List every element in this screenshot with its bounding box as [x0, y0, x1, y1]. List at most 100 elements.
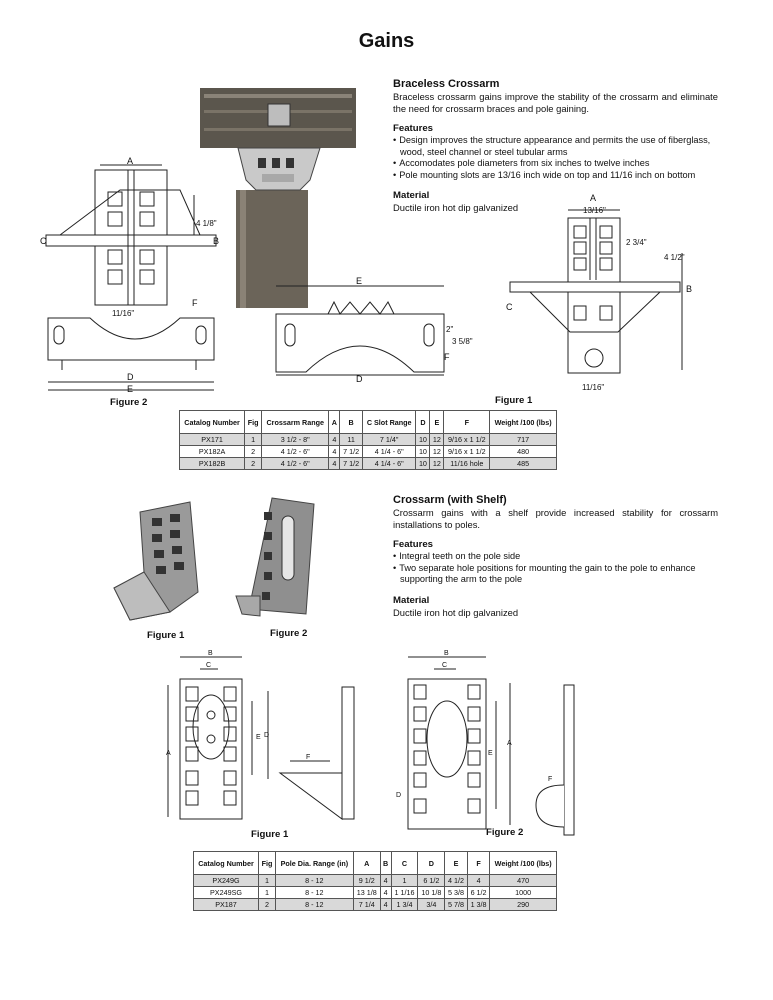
- shelf-features-heading: Features: [393, 539, 433, 550]
- figure1-side-drawing: A 13/16" 2 3/4" 4 1/2" C B 11/16": [506, 193, 692, 392]
- table-cell: PX182B: [178, 457, 246, 470]
- shelf-figure2-side: F: [535, 684, 575, 836]
- shelf-photo1-caption: Figure 1: [147, 630, 185, 641]
- table-cell: 4 1/4 - 6": [361, 457, 417, 470]
- dim-label: B: [208, 650, 213, 657]
- table-header-row: Catalog Number Fig Pole Dia. Range (in) …: [193, 851, 557, 875]
- table-cell: 1: [258, 874, 276, 887]
- table-cell: 4: [328, 445, 341, 458]
- dim-label: 2 3/4": [626, 238, 647, 247]
- table-cell: 290: [489, 898, 557, 911]
- braceless-section: Braceless Crossarm Braceless crossarm ga…: [393, 78, 718, 214]
- table-cell: 11/16 hole: [443, 457, 491, 470]
- table-cell: 4 1/2 - 6": [261, 457, 330, 470]
- table-cell: 4: [379, 874, 392, 887]
- table-cell: 3/4: [417, 898, 446, 911]
- table-cell: 12: [429, 457, 445, 470]
- table-cell: PX182A: [178, 445, 246, 458]
- shelf-photo-figure1: [113, 501, 199, 621]
- braceless-heading: Braceless Crossarm: [393, 78, 500, 90]
- table-cell: 7 1/2: [339, 445, 363, 458]
- column-header: B: [379, 851, 392, 875]
- table-cell: 10: [415, 445, 431, 458]
- column-header: A: [352, 851, 381, 875]
- braceless-features-heading: Features: [393, 123, 433, 134]
- table-cell: 10 1/8: [417, 886, 446, 899]
- table-cell: PX171: [178, 433, 246, 446]
- page-title: Gains: [358, 30, 415, 52]
- table-cell: 5 7/8: [444, 898, 468, 911]
- shelf-figure1-front: B C A E D: [166, 650, 269, 820]
- table-cell: 8 - 12: [274, 874, 354, 887]
- shelf-drawing1-caption: Figure 1: [251, 829, 289, 840]
- dim-label: D: [264, 732, 269, 739]
- shelf-features-list: Integral teeth on the pole side Two sepa…: [393, 551, 718, 586]
- column-header: F: [466, 851, 491, 875]
- table-cell: PX187: [193, 898, 259, 911]
- dim-label: C: [206, 662, 211, 669]
- crossarm-photo: [200, 88, 356, 308]
- braceless-description: Braceless crossarm gains improve the sta…: [393, 91, 718, 114]
- table-cell: 470: [489, 874, 557, 887]
- table-cell: 8 - 12: [274, 898, 354, 911]
- table-cell: 12: [429, 445, 445, 458]
- column-header: Weight /100 (lbs): [489, 410, 557, 434]
- dim-label: A: [127, 156, 133, 166]
- column-header: Pole Dia. Range (in): [274, 851, 354, 875]
- dim-label: C: [40, 236, 47, 246]
- table-row: PX182B 2 4 1/2 - 6" 4 7 1/2 4 1/4 - 6" 1…: [178, 457, 557, 470]
- table-cell: 2: [244, 445, 263, 458]
- column-header: D: [417, 851, 446, 875]
- dim-label: A: [590, 193, 596, 203]
- column-header: Fig: [258, 851, 276, 875]
- shelf-section: Crossarm (with Shelf) Crossarm gains wit…: [393, 494, 718, 618]
- table-cell: 11: [339, 433, 363, 446]
- table-cell: PX249SG: [193, 886, 259, 899]
- dim-label: 2": [446, 325, 453, 334]
- dim-label: F: [306, 754, 310, 761]
- column-header: Fig: [244, 410, 263, 434]
- table-cell: 4: [466, 874, 491, 887]
- figure2-side-drawing: D E F: [47, 298, 215, 394]
- table-cell: 2: [244, 457, 263, 470]
- dim-label: D: [356, 374, 363, 384]
- table-cell: 8 - 12: [274, 886, 354, 899]
- dim-label: E: [127, 384, 133, 394]
- list-item: Integral teeth on the pole side: [393, 551, 718, 563]
- shelf-drawing2-caption: Figure 2: [486, 827, 524, 838]
- table-cell: 6 1/2: [417, 874, 446, 887]
- braceless-drawings: A 13/16" C B 4 1/8" 11/16" D E F E: [40, 88, 692, 394]
- shelf-description: Crossarm gains with a shelf provide incr…: [393, 507, 718, 530]
- table-cell: 4: [328, 433, 341, 446]
- shelf-photo-figure2: [235, 497, 315, 617]
- dim-label: B: [686, 284, 692, 294]
- table-cell: 7 1/2: [339, 457, 363, 470]
- dim-label: A: [507, 740, 512, 747]
- table-row: PX171 1 3 1/2 - 8" 4 11 7 1/4" 10 12 9/1…: [178, 433, 557, 446]
- dim-label: C: [506, 302, 513, 312]
- dim-label: 4 1/2": [664, 253, 685, 262]
- figure1-caption: Figure 1: [495, 395, 533, 406]
- table-cell: 4: [379, 886, 392, 899]
- dim-label: 13/16": [583, 206, 606, 215]
- dim-label: F: [444, 352, 450, 362]
- table-cell: 10: [415, 457, 431, 470]
- dim-label: F: [548, 776, 552, 783]
- column-header: E: [429, 410, 445, 434]
- table-cell: 1 1/16: [390, 886, 419, 899]
- table-row: PX182A 2 4 1/2 - 6" 4 7 1/2 4 1/4 - 6" 1…: [178, 445, 557, 458]
- dim-label: D: [127, 372, 134, 382]
- table-cell: 480: [489, 445, 557, 458]
- table-cell: 10: [415, 433, 431, 446]
- figure2-caption: Figure 2: [110, 397, 148, 408]
- list-item: Two separate hole positions for mounting…: [393, 563, 718, 586]
- table-cell: 2: [258, 898, 276, 911]
- dim-label: E: [356, 276, 362, 286]
- table-cell: 7 1/4": [361, 433, 417, 446]
- table-cell: 6 1/2: [466, 886, 491, 899]
- braceless-material: Ductile iron hot dip galvanized: [393, 202, 519, 213]
- dim-label: B: [444, 650, 449, 657]
- table-cell: 4 1/2 - 6": [261, 445, 330, 458]
- shelf-material: Ductile iron hot dip galvanized: [393, 606, 519, 618]
- column-header: Catalog Number: [178, 410, 246, 434]
